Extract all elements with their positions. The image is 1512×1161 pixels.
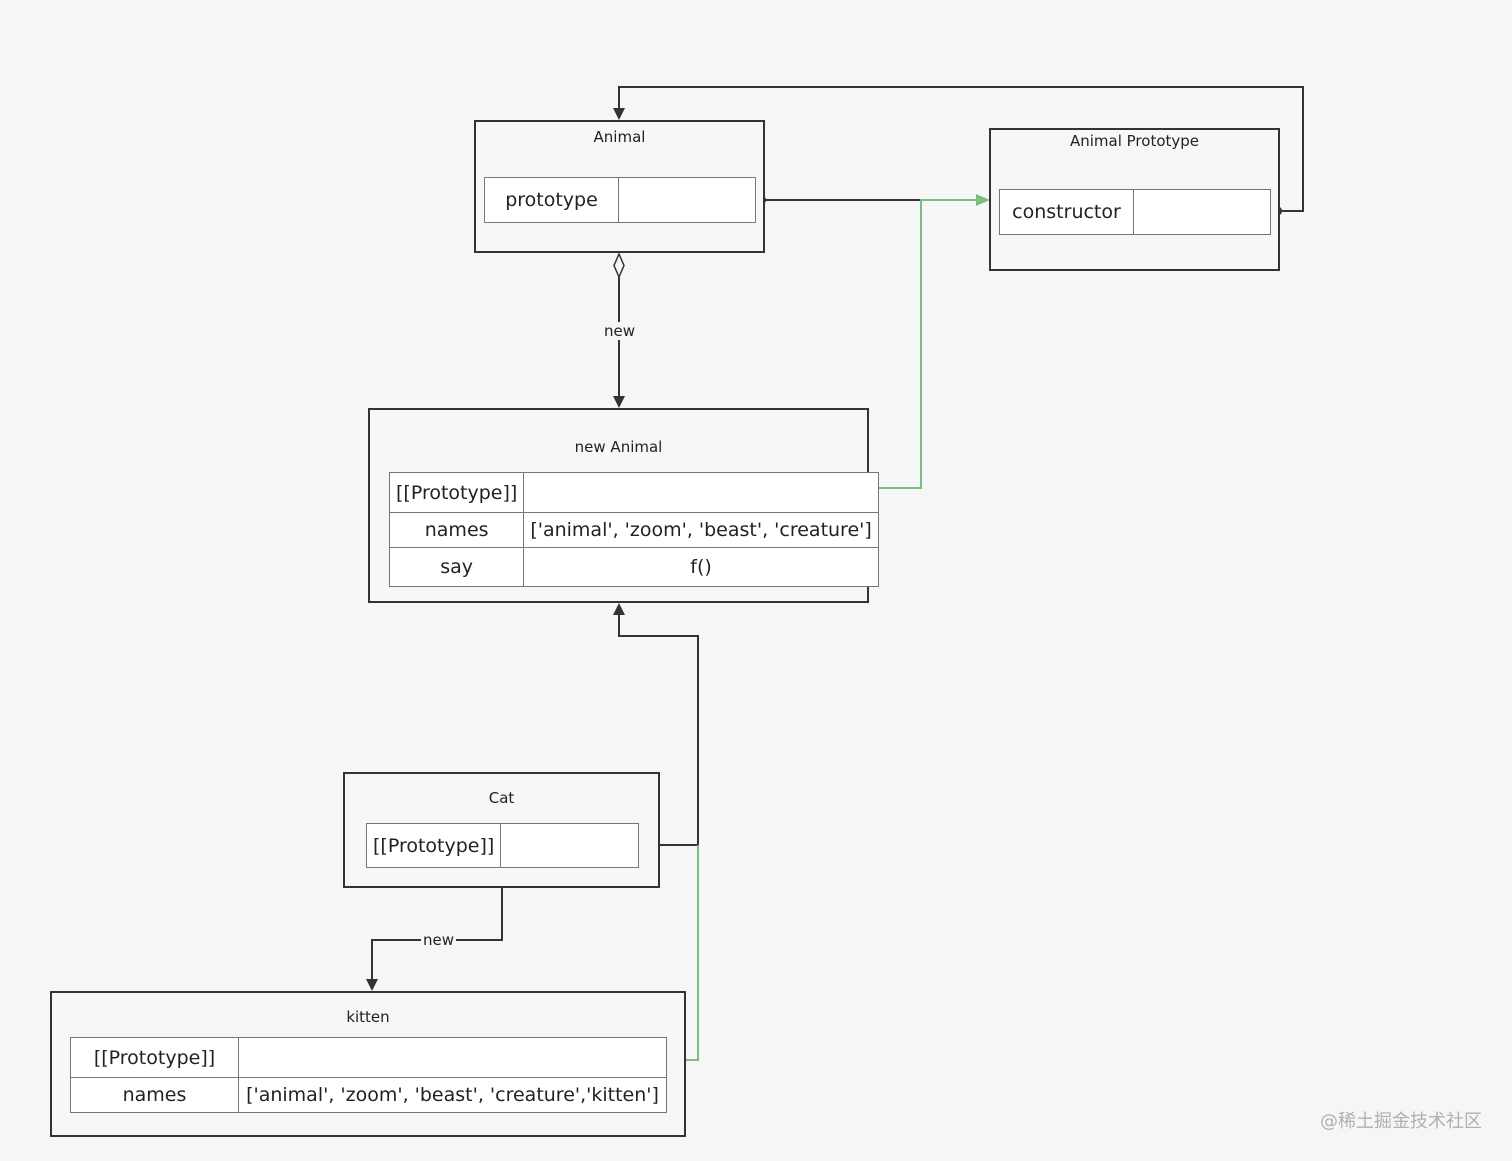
property-value (500, 823, 639, 868)
node-animal[interactable]: Animal prototype (474, 120, 765, 253)
property-key: [[Prototype]] (365, 823, 502, 868)
edge-cat-proto-to-new-animal (613, 603, 699, 846)
property-key: prototype (484, 177, 619, 223)
node-title: new Animal (574, 438, 663, 456)
table-row: say f() (388, 547, 879, 587)
edge-constructor-to-animal (613, 86, 1304, 212)
property-key: say (388, 547, 525, 587)
property-key: [[Prototype]] (70, 1037, 239, 1078)
property-table: [[Prototype]] (365, 823, 639, 868)
property-value: f() (523, 547, 879, 587)
table-row: [[Prototype]] (365, 823, 639, 868)
watermark: @稀土掘金技术社区 (1320, 1111, 1482, 1132)
table-row: constructor (999, 189, 1271, 235)
edge-label-new: new (421, 931, 457, 949)
table-row: names ['animal', 'zoom', 'beast', 'creat… (388, 512, 879, 548)
property-table: [[Prototype]] names ['animal', 'zoom', '… (70, 1037, 667, 1113)
property-table: prototype (484, 177, 756, 223)
table-row: [[Prototype]] (70, 1037, 667, 1078)
property-value (238, 1037, 667, 1078)
table-row: [[Prototype]] (388, 472, 879, 513)
property-value (523, 472, 879, 513)
property-table: constructor (999, 189, 1271, 235)
property-key: names (388, 512, 525, 548)
node-title: kitten (346, 1008, 390, 1026)
node-new-animal[interactable]: new Animal [[Prototype]] names ['animal'… (368, 408, 879, 603)
property-key: names (70, 1077, 239, 1113)
edge-label-new: new (602, 322, 638, 340)
property-value (618, 177, 756, 223)
node-title: Animal Prototype (1069, 132, 1200, 150)
property-value: ['animal', 'zoom', 'beast', 'creature'] (523, 512, 879, 548)
node-kitten[interactable]: kitten [[Prototype]] names ['animal', 'z… (50, 991, 686, 1137)
table-row: names ['animal', 'zoom', 'beast', 'creat… (70, 1077, 667, 1113)
property-value (1133, 189, 1271, 235)
node-animal-prototype[interactable]: Animal Prototype constructor (989, 128, 1280, 271)
edge-new-animal-proto-to-animal-prototype (862, 194, 990, 489)
property-value: ['animal', 'zoom', 'beast', 'creature','… (238, 1077, 667, 1113)
node-title: Animal (593, 128, 646, 146)
node-title: Cat (488, 789, 515, 807)
node-cat[interactable]: Cat [[Prototype]] (343, 772, 660, 888)
property-key: [[Prototype]] (388, 472, 525, 513)
aggregation-diamond-icon (613, 252, 625, 279)
property-key: constructor (999, 189, 1134, 235)
property-table: [[Prototype]] names ['animal', 'zoom', '… (388, 472, 879, 587)
table-row: prototype (484, 177, 756, 223)
